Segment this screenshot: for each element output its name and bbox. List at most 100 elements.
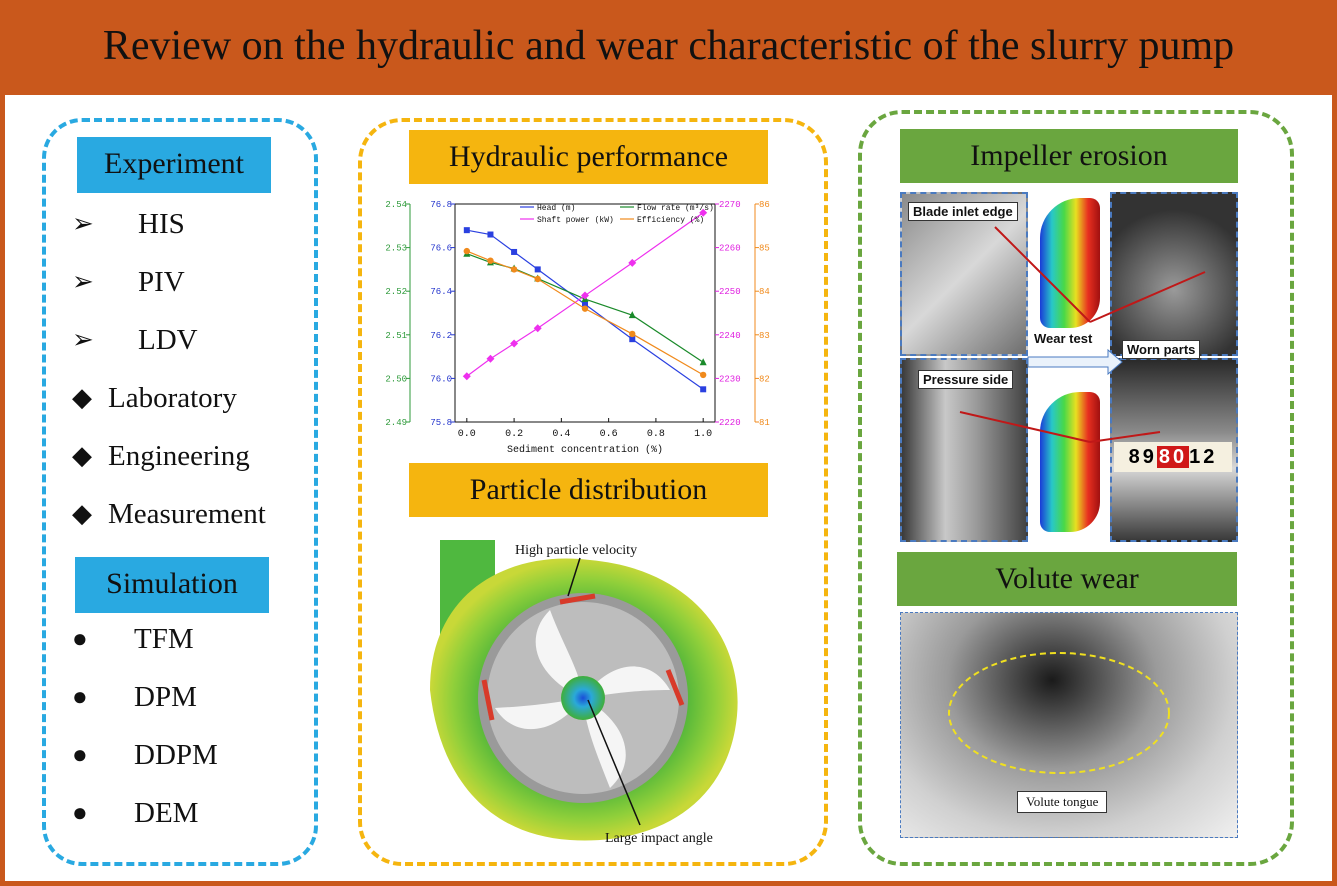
experiment-item: Laboratory — [108, 382, 237, 414]
power-tick-label: 2240 — [719, 331, 741, 341]
experiment-bullet: ◆ — [72, 441, 92, 470]
experiment-bullet: ◆ — [72, 383, 92, 412]
power-point — [510, 339, 519, 348]
impeller-hub — [561, 676, 605, 720]
simulation-bullet: ● — [72, 740, 88, 769]
impeller-blade — [535, 610, 583, 698]
x-tick-label: 0.8 — [647, 429, 665, 440]
power-point — [462, 372, 471, 381]
efficiency-point — [463, 247, 471, 255]
head-point — [629, 336, 636, 343]
volute-wear-label: Volute wear — [897, 552, 1237, 606]
experiment-bullet: ➢ — [72, 267, 94, 296]
power-point — [581, 291, 589, 300]
erosion-contour-bottom — [1040, 392, 1100, 532]
x-tick-label: 0.6 — [600, 429, 618, 440]
power-tick-label: 2250 — [719, 287, 741, 297]
worn-region-marker — [948, 652, 1170, 774]
ruler-mark: 8 — [1128, 446, 1143, 468]
high-velocity-annotation: High particle velocity — [515, 543, 637, 558]
experiment-bullet: ◆ — [72, 499, 92, 528]
x-tick-label: 1.0 — [694, 429, 712, 440]
power-tick-label: 2260 — [719, 244, 741, 254]
annotation-arrow — [587, 699, 641, 826]
x-tick-label: 0.4 — [552, 429, 570, 440]
head-tick-label: 76.6 — [430, 244, 452, 254]
pressure-side-label: Pressure side — [918, 370, 1014, 389]
eff-tick-label: 83 — [759, 331, 770, 341]
efficiency-point — [510, 266, 518, 273]
eff-tick-label: 85 — [759, 244, 770, 254]
title-banner: Review on the hydraulic and wear charact… — [0, 0, 1337, 95]
wear-panel — [858, 110, 1294, 866]
power-point — [486, 354, 495, 363]
x-tick-label: 0.0 — [458, 429, 476, 440]
simulation-item: DDPM — [134, 739, 218, 771]
experiment-bullet: ➢ — [72, 325, 94, 354]
head-point — [463, 227, 470, 234]
page-title: Review on the hydraulic and wear charact… — [102, 23, 1235, 69]
head-tick-label: 76.8 — [430, 200, 452, 210]
experiment-bullet: ➢ — [72, 209, 94, 238]
wear-arrows — [959, 226, 1206, 443]
experiment-item: HIS — [138, 208, 185, 240]
power-point — [699, 208, 708, 217]
simulation-label: Simulation — [75, 557, 269, 613]
head-tick-label: 76.4 — [430, 287, 452, 297]
power-point — [533, 324, 542, 333]
impact-angle-annotation: Large impact angle — [605, 831, 713, 846]
flow-tick-label: 2.54 — [385, 200, 407, 210]
simulation-item: DPM — [134, 681, 197, 713]
efficiency-point — [699, 371, 707, 379]
flow-point — [628, 311, 636, 319]
particle-distribution-image: High particle velocity Large impact angl… — [430, 540, 738, 846]
wear-test-label: Wear test — [1030, 330, 1097, 347]
eff-tick-label: 84 — [759, 287, 770, 297]
simulation-item: TFM — [134, 623, 194, 655]
experiment-label: Experiment — [77, 137, 271, 193]
x-tick-label: 0.2 — [505, 429, 523, 440]
simulation-bullet: ● — [72, 682, 88, 711]
legend-label: Shaft power (kW) — [537, 216, 614, 225]
eff-tick-label: 82 — [759, 374, 770, 384]
experiment-item: LDV — [138, 324, 198, 356]
flow-tick-label: 2.49 — [385, 418, 407, 428]
impeller-blade — [583, 666, 670, 698]
head-tick-label: 76.0 — [430, 374, 452, 384]
high-velocity-zone — [559, 593, 596, 605]
efficiency-point — [629, 330, 636, 338]
experiment-item: PIV — [138, 266, 185, 298]
worn-parts-label: Worn parts — [1122, 340, 1201, 359]
flow-point — [699, 358, 707, 366]
simulation-bullet: ● — [72, 624, 88, 653]
ruler-mark: 9 — [1142, 446, 1157, 468]
particle-distribution-label: Particle distribution — [409, 463, 768, 517]
power-tick-label: 2230 — [719, 374, 741, 384]
power-tick-label: 2270 — [719, 200, 741, 210]
flow-tick-label: 2.52 — [385, 287, 407, 297]
head-tick-label: 76.2 — [430, 331, 452, 341]
simulation-bullet: ● — [72, 798, 88, 827]
head-point — [582, 301, 588, 308]
volute-wear-photo: Volute tongue — [900, 612, 1238, 838]
volute-tongue-label: Volute tongue — [1017, 791, 1108, 813]
blade-inlet-edge-label: Blade inlet edge — [908, 202, 1018, 221]
head-point — [511, 248, 518, 255]
hydraulic-panel — [358, 118, 828, 866]
legend-label: Head (m) — [537, 204, 575, 213]
impeller-blade — [495, 698, 583, 730]
legend-label: Flow rate (m³/s) — [637, 204, 714, 213]
power-tick-label: 2220 — [719, 418, 741, 428]
legend-label: Efficiency (%) — [637, 216, 704, 225]
efficiency-point — [487, 257, 494, 264]
experiment-item: Measurement — [108, 498, 266, 530]
efficiency-point — [581, 305, 589, 312]
head-point — [487, 231, 494, 238]
methods-panel — [42, 118, 318, 866]
head-point — [700, 386, 707, 393]
head-tick-label: 75.8 — [430, 418, 452, 428]
high-velocity-zone — [665, 669, 685, 706]
ruler-mark-highlight: 80 — [1156, 446, 1190, 468]
